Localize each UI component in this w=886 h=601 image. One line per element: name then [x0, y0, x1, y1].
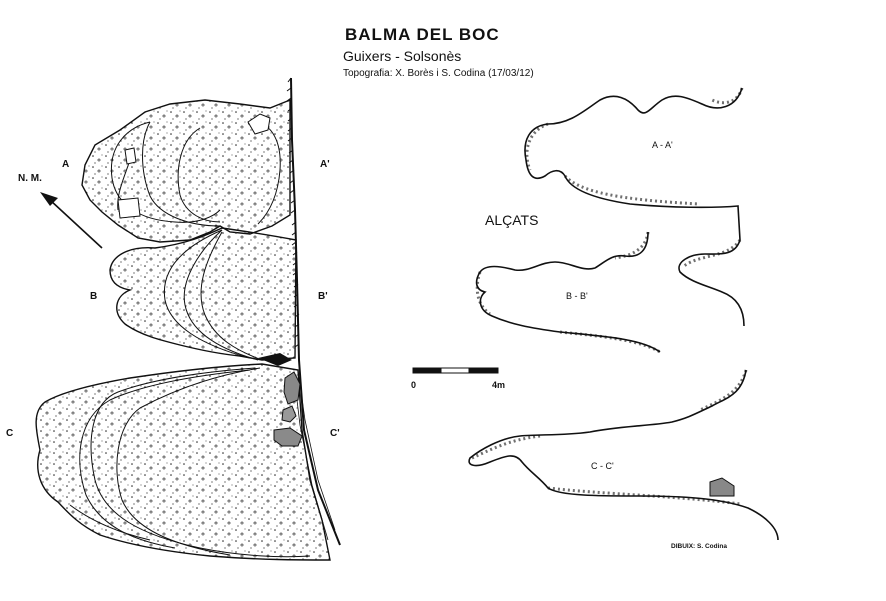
survey-location: Guixers - Solsonès: [343, 48, 462, 64]
elevation-b-label: B - B': [566, 291, 588, 301]
north-arrow: [40, 192, 103, 249]
section-mark-b-prime: B': [318, 291, 328, 302]
boulder: [247, 113, 271, 135]
scale-end-label: 4m: [492, 380, 506, 390]
scale-bar: [412, 367, 499, 374]
plan-boulders: [273, 371, 303, 447]
elevation-c: [468, 369, 779, 541]
section-mark-a-prime: A': [320, 159, 330, 170]
drawing-credit: DIBUIX: S. Codina: [671, 543, 727, 550]
elevation-c-label: C - C': [591, 461, 614, 471]
north-label: N. M.: [18, 173, 42, 184]
plan-lower-contours: [69, 367, 311, 558]
plan-middle-contours: [163, 229, 263, 361]
boulder: [124, 147, 137, 165]
plan-middle-lobe: [109, 227, 297, 361]
section-mark-b: B: [90, 291, 98, 302]
elevations-heading: ALÇATS: [485, 212, 539, 228]
scale-start-label: 0: [411, 380, 417, 390]
entrance-arrow: [258, 353, 292, 366]
survey-credit: Topografia: X. Borès i S. Codina (17/03/…: [343, 68, 534, 79]
elevation-b: [475, 231, 661, 354]
plan-lower-lobe: [35, 363, 331, 561]
elevation-a: [524, 87, 745, 327]
section-mark-c: C: [6, 428, 14, 439]
section-mark-a: A: [62, 159, 70, 170]
boulder: [117, 197, 141, 219]
elevation-a-label: A - A': [652, 140, 673, 150]
survey-title: BALMA DEL BOC: [345, 25, 500, 44]
blank-patch: [520, 360, 588, 406]
elevation-c-boulder: [709, 477, 735, 497]
section-mark-c-prime: C': [330, 428, 340, 439]
